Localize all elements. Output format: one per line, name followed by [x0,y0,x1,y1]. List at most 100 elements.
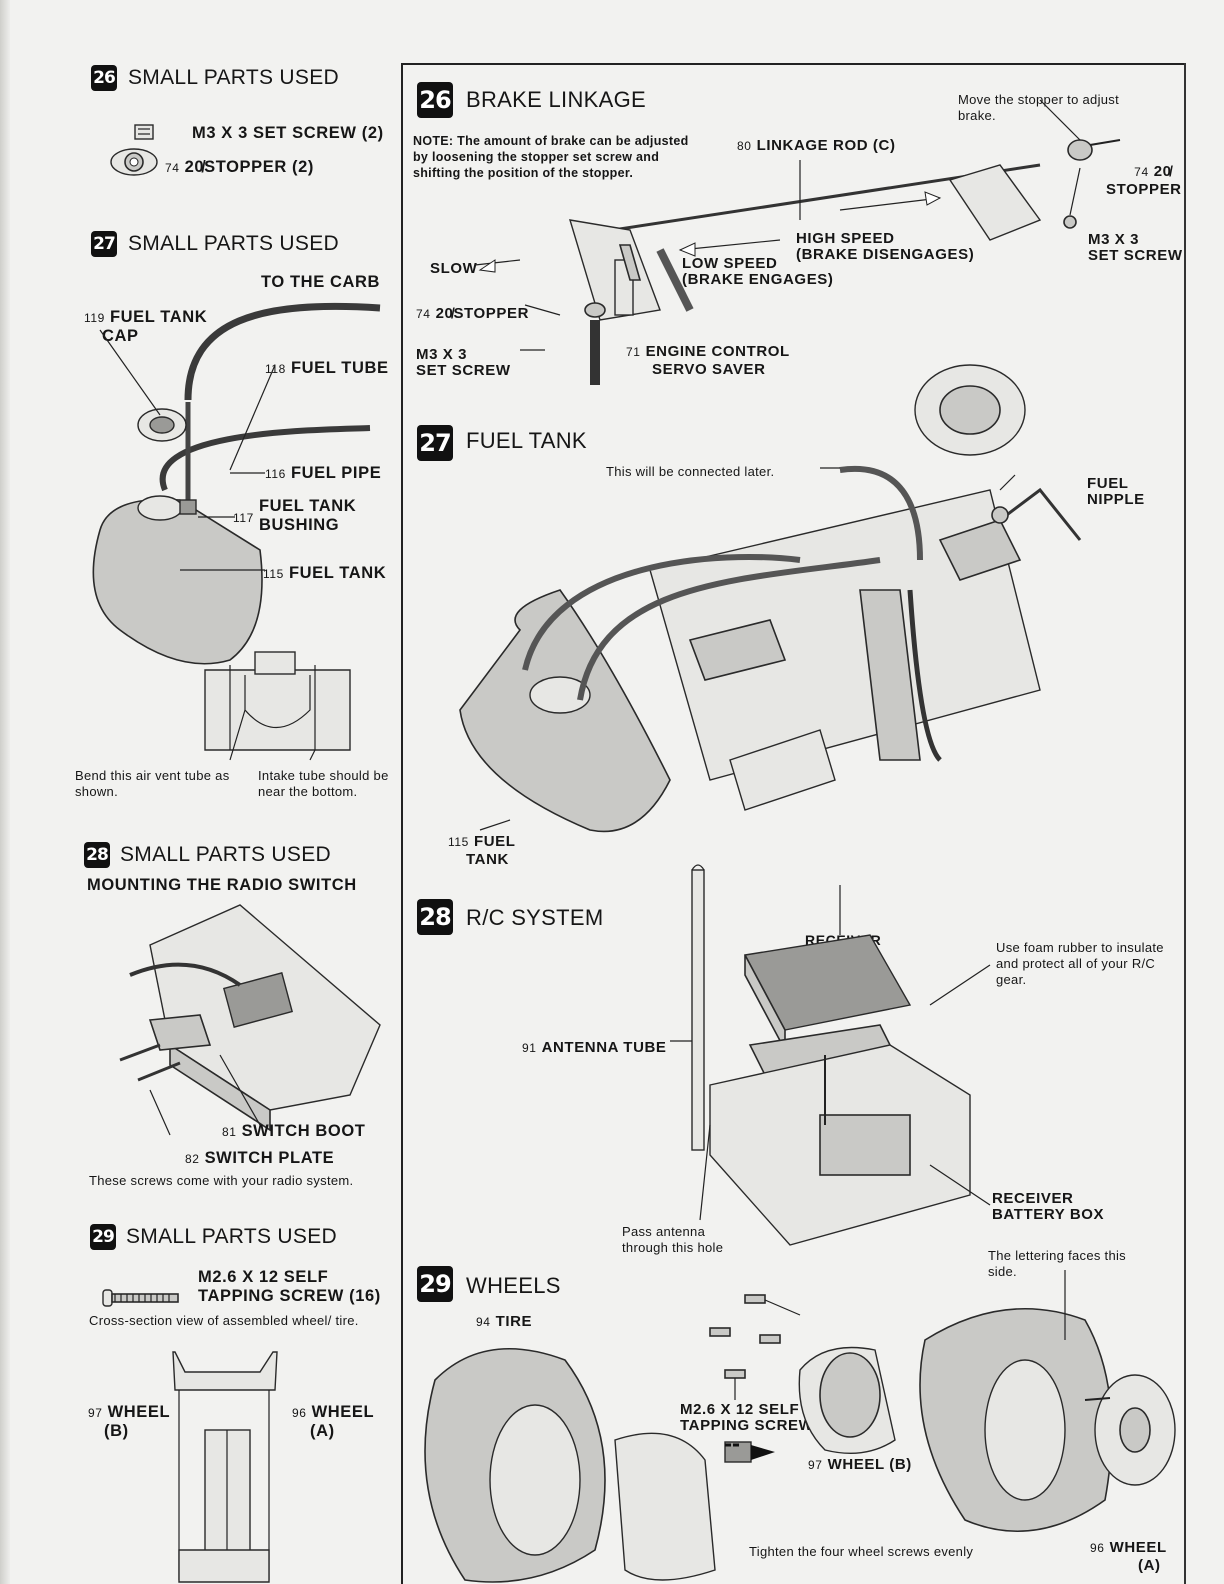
part-label: 20̸ [1153,163,1172,180]
part-number: 97 [808,1458,823,1472]
section-heading: WHEELS [466,1273,561,1298]
small-parts-heading: SMALL PARTS USED [120,843,331,866]
part-label: 20̸STOPPER (2) [184,158,315,176]
wheel-a-right-label: 96 WHEEL (A) [1090,1539,1167,1575]
part-number: 74 [165,161,180,175]
part-number-visible: 117 [233,511,254,525]
section-heading: BRAKE LINKAGE [466,87,646,112]
tapping-screws-label-2: TAPPING SCREWS [680,1417,824,1434]
part-label: WHEEL [107,1403,171,1421]
parts-item-set-screw: M3 X 3 SET SCREW (2) [192,124,384,142]
part-number: 116 [265,467,286,481]
wheel-a-label: 96 WHEEL (A) [292,1403,374,1440]
part-label-line2: STOPPER [1106,181,1182,198]
fuel-tube-label: 118 FUEL TUBE [265,359,389,378]
part-label: SWITCH BOOT [241,1122,366,1140]
self-tapping-screw-icon [102,1289,179,1307]
part-label: SWITCH PLATE [204,1149,335,1167]
panel-top-border [401,63,1186,65]
wheel-b-right-label: 97 WHEEL (B) [808,1456,912,1474]
wheel-b-label: 97 WHEEL (B) [88,1403,170,1440]
set-screw-right-label-1: M3 X 3 [1088,231,1140,248]
wheel-cross-section [172,1351,278,1583]
stopper-icon [110,148,158,176]
part-label: ANTENNA TUBE [541,1039,667,1056]
part-number: 118 [265,362,286,376]
part-label-line2: (A) [310,1422,335,1440]
small-parts-heading: SMALL PARTS USED [126,1225,337,1248]
tapping-screws-label-1: M2.6 X 12 SELF [680,1401,800,1418]
small-parts-heading: SMALL PARTS USED [128,232,339,255]
linkage-rod-label: 80 LINKAGE ROD (C) [737,137,896,155]
wheels-diagram [424,1270,1176,1583]
part-number: 74 [1134,165,1149,179]
part-number: 115 [263,567,284,581]
battery-box-label-1: RECEIVER [992,1190,1074,1207]
step-badge-26: 26 [417,82,453,118]
part-label: TIRE [495,1313,533,1330]
part-label: ENGINE CONTROL [645,343,790,360]
fuel-tank-diagram [92,302,381,761]
step-badge-26: 26 [91,65,117,91]
fuel-nipple-label-1: FUEL [1087,475,1129,492]
part-label: FUEL TANK [109,308,208,326]
part-label: FUEL TUBE [290,359,389,377]
part-label-line2: (B) [104,1422,129,1440]
pass-antenna-note: Pass antenna through this hole [622,1224,724,1255]
part-number: 74 [416,307,431,321]
part-number: 97 [88,1406,103,1420]
lettering-note: The lettering faces this side. [988,1248,1126,1279]
switch-plate-label: 82 SWITCH PLATE [185,1149,334,1168]
tire-label: 94 TIRE [476,1313,532,1331]
m3-set-screw-label-2: SET SCREW [416,362,511,379]
part-label: FUEL TANK [288,564,387,582]
step-badge-29: 29 [90,1224,116,1250]
part-label: WHEEL [311,1403,375,1421]
part-number: 80 [737,139,752,153]
step-badge-28: 28 [84,842,110,868]
low-speed-label: LOW SPEED [682,255,778,272]
part-number: 96 [292,1406,307,1420]
part-number: 119 [84,311,105,325]
part-label-line2: (A) [1138,1557,1161,1574]
step-badge-28: 28 [417,899,453,935]
brake-linkage-diagram [474,99,1121,385]
step-badge-27: 27 [417,425,453,461]
intake-tube-note: Intake tube should be near the bottom. [258,768,389,799]
set-screw-icon [134,124,154,140]
part-number: 82 [185,1152,200,1166]
m3-set-screw-label-1: M3 X 3 [416,346,468,363]
panel-right-border [1184,63,1186,1584]
step-badge-29: 29 [417,1266,453,1302]
tighten-screws-note: Tighten the four wheel screws evenly [749,1544,974,1559]
self-tapping-screw-label-2: TAPPING SCREW (16) [198,1287,381,1305]
brake-disengages-label: (BRAKE DISENGAGES) [796,246,975,263]
part-label: FUEL TANK [258,497,357,515]
part-label-line2: CAP [102,327,139,345]
to-carb-label: TO THE CARB [261,273,381,291]
part-number: 115 [448,835,469,849]
brake-engages-label: (BRAKE ENGAGES) [682,271,834,288]
stopper-right-label: 74 20̸ STOPPER [1096,163,1181,199]
connect-later-note: This will be connected later. [606,464,775,479]
part-number: 71 [626,345,641,359]
step-badge-27: 27 [91,231,117,257]
part-label: FUEL PIPE [290,464,382,482]
part-number: 96 [1090,1541,1105,1555]
page-edge [0,0,10,1584]
part-number: 91 [522,1041,537,1055]
part-label: FUEL [473,833,516,850]
part-label: LINKAGE ROD (C) [756,137,896,154]
set-screw-right-label-2: SET SCREW [1088,247,1183,264]
high-speed-label: HIGH SPEED [796,230,895,247]
part-number: 94 [476,1315,491,1329]
fuel-tank-chassis-diagram [459,364,1082,833]
part-label: WHEEL [1109,1539,1167,1556]
move-stopper-note: Move the stopper to adjust brake. [958,92,1120,123]
part-label-line2: BUSHING [258,516,340,534]
part-label: WHEEL (B) [827,1456,912,1473]
brake-note: NOTE: The amount of brake can be adjuste… [413,134,689,180]
